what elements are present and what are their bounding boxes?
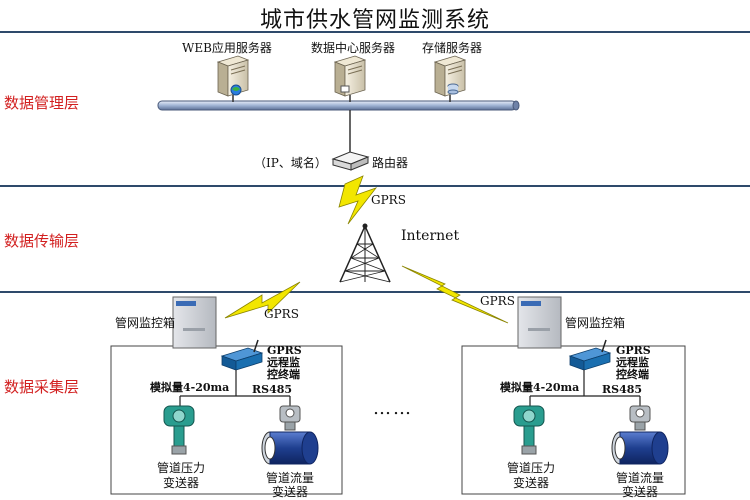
data-center-server-label: 数据中心服务器 bbox=[311, 41, 396, 55]
pressure-transmitter-right-label-2: 变送器 bbox=[513, 476, 550, 490]
storage-server-icon bbox=[433, 55, 467, 97]
layer-divider-middle bbox=[0, 185, 750, 187]
rs485-left-label: RS485 bbox=[252, 383, 293, 396]
gprs-right-lightning-icon bbox=[401, 265, 509, 324]
router-icon bbox=[331, 151, 370, 171]
layer-divider-bottom bbox=[0, 291, 750, 293]
router-ip-label: （IP、域名） bbox=[254, 156, 327, 170]
gprs-left-label: GPRS bbox=[264, 307, 299, 321]
gprs-terminal-right-label-3: 控终端 bbox=[616, 368, 649, 381]
web-server-icon bbox=[216, 55, 250, 97]
monitoring-cabinet-left-icon bbox=[172, 296, 217, 349]
flow-transmitter-right-label-1: 管道流量 bbox=[616, 471, 665, 485]
flow-transmitter-right-label-2: 变送器 bbox=[622, 485, 659, 499]
gprs-left-lightning-icon bbox=[224, 281, 301, 319]
pressure-transmitter-left-label-1: 管道压力 bbox=[157, 461, 206, 475]
rs485-right-label: RS485 bbox=[602, 383, 643, 396]
monitoring-cabinet-right-label: 管网监控箱 bbox=[565, 316, 626, 330]
gprs-terminal-left-icon bbox=[220, 339, 264, 371]
gprs-terminal-left-label-1: GPRS bbox=[267, 344, 302, 357]
gprs-terminal-right-label-1: GPRS bbox=[616, 344, 651, 357]
internet-label: Internet bbox=[401, 228, 460, 244]
gprs-terminal-left-label-2: 远程监 bbox=[267, 356, 300, 369]
layer-divider-top bbox=[0, 31, 750, 33]
site-box-left bbox=[110, 345, 343, 495]
wiring-right bbox=[529, 370, 641, 406]
network-bus bbox=[157, 100, 520, 111]
analog-signal-left-label: 模拟量4-20ma bbox=[150, 381, 230, 394]
antenna-tower-icon bbox=[339, 223, 391, 283]
web-server-label: WEB应用服务器 bbox=[182, 41, 272, 55]
analog-signal-right-label: 模拟量4-20ma bbox=[500, 381, 580, 394]
pressure-transmitter-left-icon bbox=[163, 405, 195, 455]
pressure-transmitter-right-label-1: 管道压力 bbox=[507, 461, 556, 475]
layer-label-transmission: 数据传输层 bbox=[4, 232, 80, 250]
gprs-terminal-right-icon bbox=[568, 339, 612, 371]
router-label: 路由器 bbox=[372, 156, 409, 170]
wiring-left bbox=[179, 370, 291, 406]
monitoring-cabinet-right-icon bbox=[517, 296, 562, 349]
gprs-terminal-left-label-3: 控终端 bbox=[267, 368, 300, 381]
gprs-terminal-right-label-2: 远程监 bbox=[616, 356, 649, 369]
gprs-right-label: GPRS bbox=[480, 294, 515, 308]
monitoring-cabinet-left-label: 管网监控箱 bbox=[115, 316, 176, 330]
gprs-top-lightning-icon bbox=[338, 175, 378, 225]
layer-label-management: 数据管理层 bbox=[4, 94, 80, 112]
flow-transmitter-right-icon bbox=[611, 405, 669, 465]
flow-transmitter-left-label-1: 管道流量 bbox=[266, 471, 315, 485]
more-sites-ellipsis: …… bbox=[373, 398, 413, 419]
gprs-top-label: GPRS bbox=[371, 193, 406, 207]
flow-transmitter-left-icon bbox=[261, 405, 319, 465]
layer-label-collection: 数据采集层 bbox=[4, 378, 80, 396]
pressure-transmitter-left-label-2: 变送器 bbox=[163, 476, 200, 490]
flow-transmitter-left-label-2: 变送器 bbox=[272, 485, 309, 499]
diagram-title: 城市供水管网监测系统 bbox=[259, 8, 490, 33]
data-center-server-icon bbox=[333, 55, 367, 97]
pressure-transmitter-right-icon bbox=[513, 405, 545, 455]
storage-server-label: 存储服务器 bbox=[422, 41, 483, 55]
